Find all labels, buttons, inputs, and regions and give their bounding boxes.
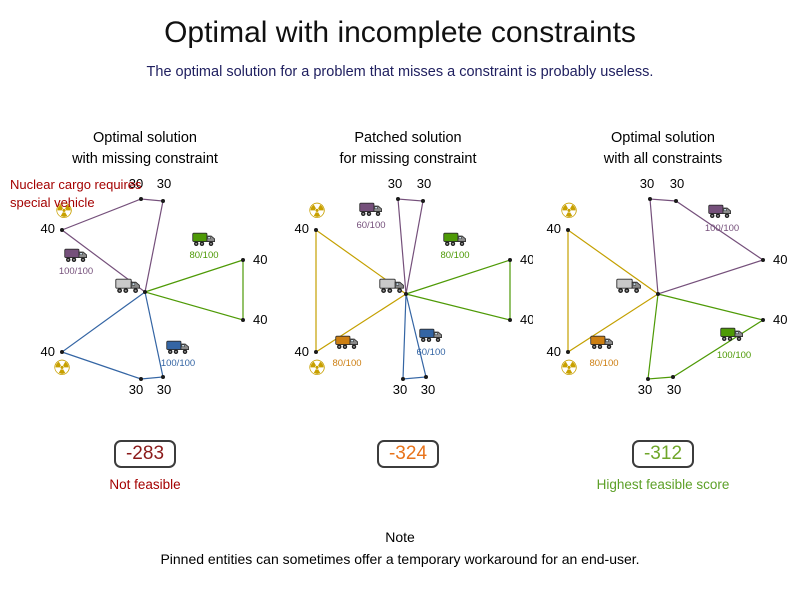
- truck-capacity-green: 80/100: [440, 250, 469, 261]
- node-demand-top2: 30: [670, 176, 684, 191]
- annotation-line2: special vehicle: [10, 195, 95, 211]
- node-demand-right-top: 40: [773, 252, 787, 267]
- node-demand-right-bottom: 40: [253, 312, 267, 327]
- route-blue: [60, 290, 164, 380]
- node-demand-top1: 30: [388, 176, 402, 191]
- panel-optimal-missing-constraint: Optimal solution with missing constraint…: [10, 128, 280, 494]
- node-demand-bottom1: 30: [393, 382, 407, 397]
- node-demand-right-top: 40: [253, 252, 267, 267]
- vehicle-routing-diagram-left: 30 30 40 40 40 40 30 30 ☢ ☢ 100/100 80/1…: [41, 176, 268, 397]
- radiation-icon: ☢: [560, 357, 579, 380]
- score-value: -324: [388, 443, 428, 464]
- truck-capacity-yellow: 80/100: [332, 358, 361, 369]
- yellow-truck-icon: [590, 335, 613, 350]
- node-demand-left-bottom: 40: [41, 344, 55, 359]
- node-demand-left-bottom: 40: [295, 344, 309, 359]
- diagram-header-right: Optimal solution with all constraints: [604, 128, 722, 172]
- score-value: -283: [125, 443, 165, 464]
- route-purple: [649, 198, 765, 295]
- route-yellow: [315, 228, 408, 354]
- verdict-label: Not feasible: [109, 477, 181, 492]
- purple-truck-icon: [359, 202, 382, 217]
- blue-truck-icon: [166, 340, 189, 355]
- footnote-heading: Note: [385, 529, 415, 545]
- route-yellow: [567, 228, 660, 354]
- truck-capacity-blue: 100/100: [161, 358, 195, 369]
- route-green: [142, 259, 244, 321]
- route-purple: [60, 198, 164, 294]
- vehicle-routing-diagram-right: 30 30 40 40 40 40 30 30 ☢ ☢ 100/100 80/1…: [547, 176, 788, 397]
- annotation-line1: Nuclear cargo requires: [10, 177, 142, 192]
- node-demand-top1: 30: [129, 176, 143, 191]
- route-purple: [397, 198, 424, 295]
- route-green: [403, 259, 511, 321]
- diagram-header-middle: Patched solution for missing constraint: [340, 128, 477, 172]
- truck-capacity-yellow: 80/100: [589, 358, 618, 369]
- route-blue: [402, 293, 427, 380]
- yellow-truck-icon: [335, 335, 358, 350]
- node-demand-top2: 30: [417, 176, 431, 191]
- green-truck-icon: [720, 327, 743, 342]
- location-dots: [314, 197, 512, 381]
- truck-capacity-purple: 100/100: [705, 223, 739, 234]
- truck-capacity-purple: 100/100: [59, 266, 93, 277]
- node-demand-bottom1: 30: [129, 382, 143, 397]
- depot-truck-icon: [115, 278, 140, 294]
- green-truck-icon: [192, 232, 215, 247]
- blue-truck-icon: [419, 328, 442, 343]
- truck-capacity-green: 100/100: [717, 350, 751, 361]
- diagram-header-left: Optimal solution with missing constraint: [72, 128, 218, 172]
- node-demand-left-top: 40: [41, 221, 55, 236]
- verdict-label: Highest feasible score: [596, 477, 730, 492]
- route-green: [647, 293, 765, 380]
- score-value: -312: [643, 443, 683, 464]
- header-line2: for missing constraint: [339, 151, 477, 168]
- node-demand-right-bottom: 40: [520, 312, 533, 327]
- page-title: Optimal with incomplete constraints: [164, 16, 636, 49]
- radiation-icon: ☢: [560, 200, 579, 223]
- radiation-icon: ☢: [53, 357, 72, 380]
- panel-optimal-all-constraints: Optimal solution with all constraints 30…: [532, 128, 794, 494]
- node-demand-top2: 30: [157, 176, 171, 191]
- node-demand-left-bottom: 40: [547, 344, 561, 359]
- vehicle-routing-diagram-middle: 30 30 40 40 40 40 30 30 ☢ ☢ 60/100 80/10…: [295, 176, 533, 397]
- green-truck-icon: [443, 232, 466, 247]
- radiation-icon: ☢: [308, 200, 327, 223]
- header-line1: Optimal solution: [93, 130, 197, 146]
- score-box: -312: [631, 440, 695, 468]
- purple-truck-icon: [708, 204, 731, 219]
- nuclear-cargo-annotation: Nuclear cargo requires special vehicle: [10, 176, 142, 212]
- radiation-icon: ☢: [55, 200, 74, 223]
- node-demand-left-top: 40: [547, 221, 561, 236]
- header-line1: Patched solution: [354, 130, 462, 146]
- node-demand-top1: 30: [640, 176, 654, 191]
- footnote: Note Pinned entities can sometimes offer…: [0, 527, 800, 570]
- header-line2: with missing constraint: [72, 151, 218, 168]
- node-demand-bottom2: 30: [157, 382, 171, 397]
- depot-truck-icon: [616, 278, 641, 294]
- score-box: -283: [113, 440, 177, 468]
- node-demand-right-top: 40: [520, 252, 533, 267]
- location-dots: [566, 197, 765, 381]
- truck-capacity-green: 80/100: [189, 250, 218, 261]
- truck-capacity-blue: 60/100: [416, 347, 445, 358]
- page-subtitle: The optimal solution for a problem that …: [146, 64, 654, 80]
- radiation-icon: ☢: [308, 357, 327, 380]
- depot-truck-icon: [379, 278, 404, 294]
- purple-truck-icon: [64, 248, 87, 263]
- panel-patched-solution: Patched solution for missing constraint …: [278, 128, 538, 494]
- truck-capacity-purple: 60/100: [356, 220, 385, 231]
- node-demand-bottom2: 30: [421, 382, 435, 397]
- score-box: -324: [376, 440, 440, 468]
- location-dots: [60, 197, 245, 381]
- node-demand-right-bottom: 40: [773, 312, 787, 327]
- footnote-body: Pinned entities can sometimes offer a te…: [160, 550, 640, 567]
- node-demand-bottom1: 30: [638, 382, 652, 397]
- node-demand-bottom2: 30: [667, 382, 681, 397]
- header-line2: with all constraints: [603, 151, 723, 168]
- header-line1: Optimal solution: [611, 130, 715, 146]
- node-demand-left-top: 40: [295, 221, 309, 236]
